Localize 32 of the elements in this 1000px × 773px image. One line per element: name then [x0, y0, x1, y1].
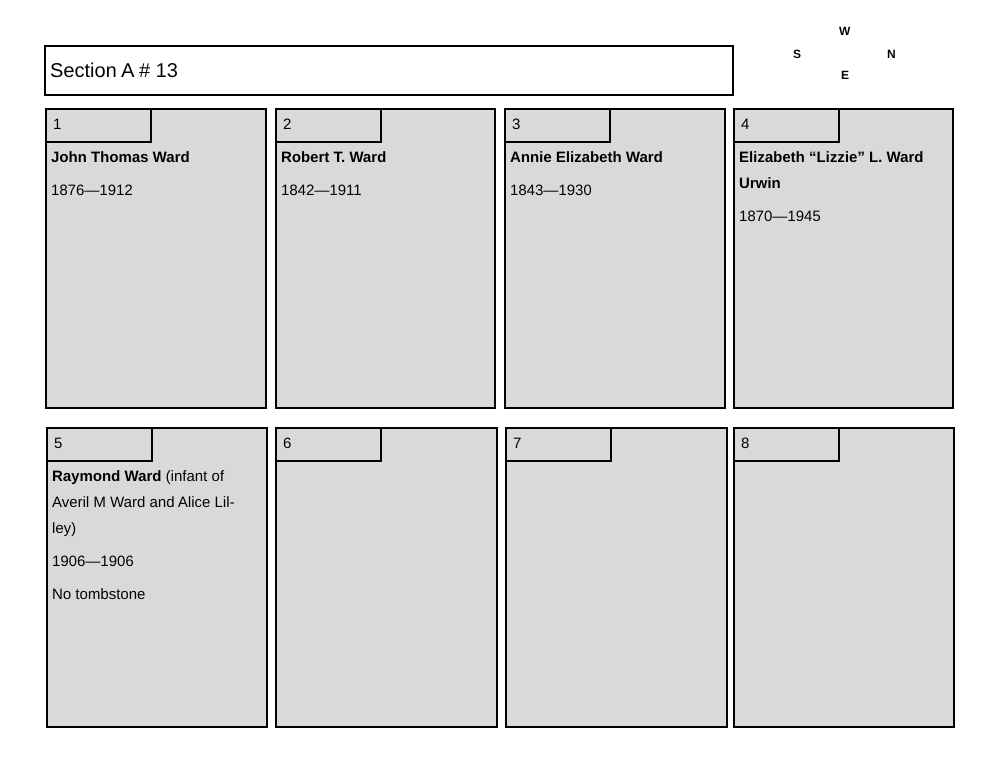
compass-label: N — [887, 46, 896, 62]
grave-plot-box — [275, 427, 498, 728]
compass-label: S — [793, 46, 802, 62]
name-text: Annie Elizabeth Ward — [510, 148, 664, 168]
compass-label: E — [841, 67, 850, 83]
name-text: John Thomas Ward — [51, 148, 191, 168]
name-text: Raymond Ward (infant of Averil M Ward and Alice Lil-ley) — [52, 467, 236, 539]
grave-plot-box — [275, 108, 496, 409]
plot-number-tab: 4 — [733, 108, 840, 143]
grave-plot-box — [733, 108, 954, 409]
date-text: 1876—1912 — [51, 181, 134, 201]
plot-number-tab: 2 — [275, 108, 382, 143]
grave-plot-box — [733, 427, 955, 728]
plot-number-tab: 6 — [275, 427, 382, 462]
grave-plot-box — [45, 108, 267, 409]
plot-number-tab: 1 — [45, 108, 152, 143]
compass-label: W — [839, 23, 850, 39]
plot-number-tab: 8 — [733, 427, 840, 462]
date-text: 1842—1911 — [281, 181, 363, 201]
name-text: Elizabeth “Lizzie” L. Ward Urwin — [739, 148, 924, 194]
plot-number-tab: 3 — [504, 108, 611, 143]
date-text: 1906—1906 — [52, 552, 135, 572]
grave-plot-box — [505, 427, 728, 728]
grave-plot-box — [504, 108, 726, 409]
grave-plot-box — [46, 427, 268, 728]
plot-number-tab: 7 — [505, 427, 612, 462]
date-text: 1870—1945 — [739, 207, 822, 227]
name-text: Robert T. Ward — [281, 148, 388, 168]
plot-number-tab: 5 — [46, 427, 153, 462]
date-text: 1843—1930 — [510, 181, 593, 201]
note-text: No tombstone — [52, 585, 146, 605]
title-box: Section A # 13 — [44, 45, 734, 96]
